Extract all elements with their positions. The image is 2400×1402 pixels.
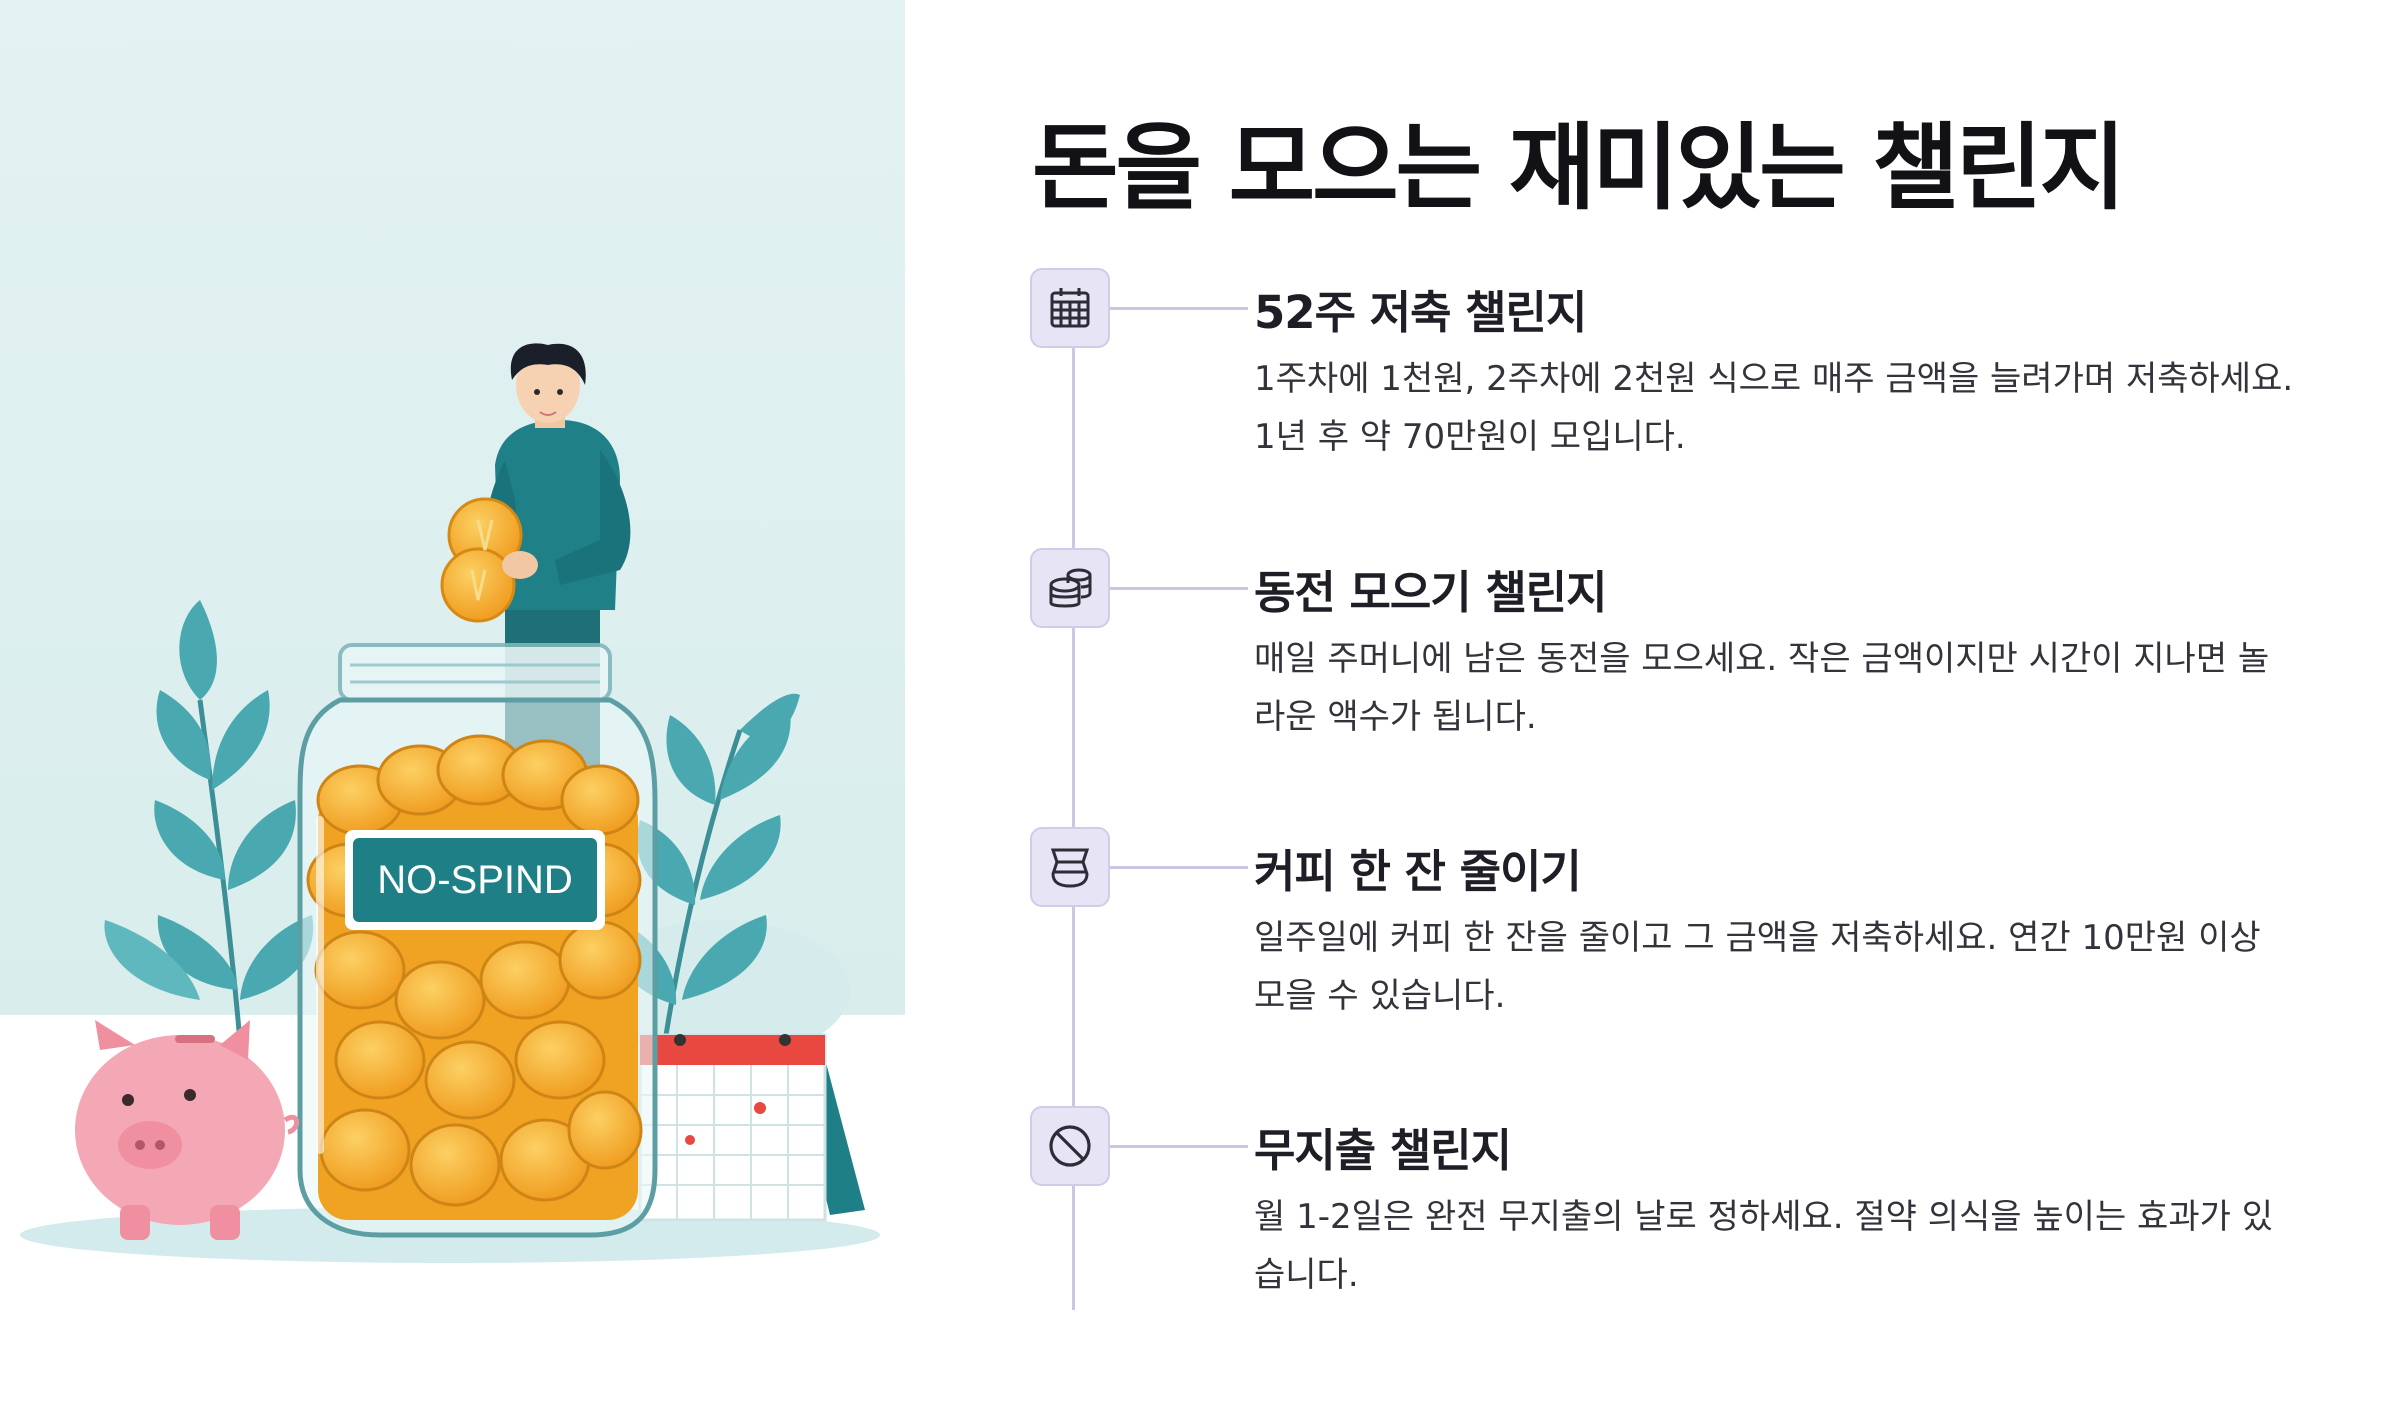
timeline-line [1072,305,1075,1310]
leaf-plant-left [104,600,314,1181]
prohibited-icon [1030,1106,1110,1186]
desk-calendar [638,1033,865,1222]
challenge-item-52-week: 52주 저축 챌린지 1주차에 1천원, 2주차에 2천원 식으로 매주 금액을… [1030,268,2330,508]
timeline-connector [1110,1145,1248,1148]
challenge-description: 1주차에 1천원, 2주차에 2천원 식으로 매주 금액을 늘려가며 저축하세요… [1254,359,2294,457]
timeline-connector [1110,307,1248,310]
timeline-connector [1110,587,1248,590]
savings-illustration: NO-SPIND [0,0,905,1402]
challenge-item-no-spend: 무지출 챌린지 월 1-2일은 완전 무지출의 날로 정하세요. 절약 의식을 … [1030,1106,2330,1346]
challenge-title: 52주 저축 챌린지 [1254,286,1587,339]
coin-jar: NO-SPIND [297,643,658,1238]
piggy-bank [75,1020,300,1240]
cup-icon [1030,827,1110,907]
challenge-title: 동전 모으기 챌린지 [1254,566,1608,619]
challenge-item-coins: 동전 모으기 챌린지 매일 주머니에 남은 동전을 모으세요. 작은 금액이지만… [1030,548,2330,788]
challenge-item-coffee: 커피 한 잔 줄이기 일주일에 커피 한 잔을 줄이고 그 금액을 저축하세요.… [1030,827,2330,1067]
challenge-title: 무지출 챌린지 [1254,1124,1512,1177]
calendar-icon [1030,268,1110,348]
page-title: 돈을 모으는 재미있는 챌린지 [1032,114,2126,223]
challenge-description: 일주일에 커피 한 잔을 줄이고 그 금액을 저축하세요. 연간 10만원 이상… [1254,918,2261,1016]
challenge-description: 매일 주머니에 남은 동전을 모으세요. 작은 금액이지만 시간이 지나면 놀라… [1254,639,2270,737]
jar-label: NO-SPIND [377,858,573,902]
timeline-connector [1110,866,1248,869]
coins-icon [1030,548,1110,628]
challenge-description: 월 1-2일은 완전 무지출의 날로 정하세요. 절약 의식을 높이는 효과가 … [1254,1197,2273,1295]
challenge-title: 커피 한 잔 줄이기 [1254,845,1582,898]
